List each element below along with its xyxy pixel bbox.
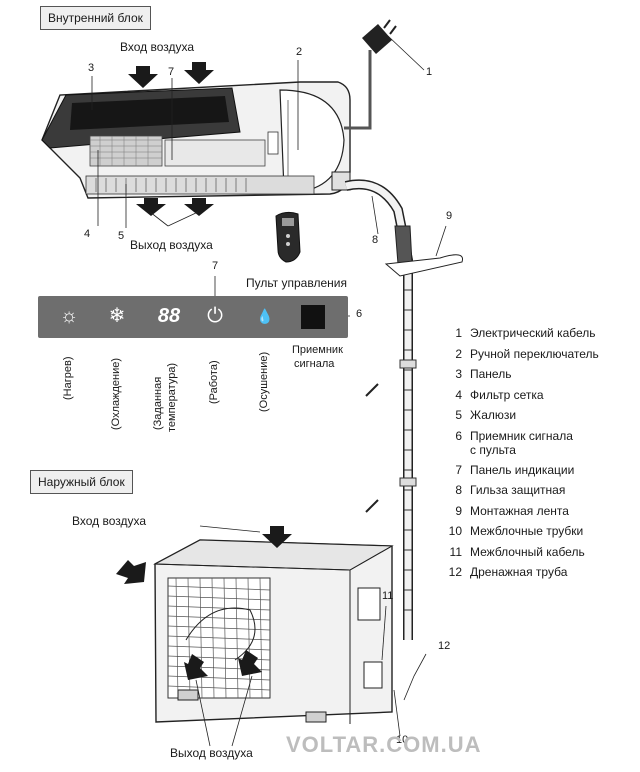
callout-6: 6 <box>356 308 363 320</box>
outdoor-air-in-arrows <box>116 526 292 584</box>
panel-label-settemp-1: (Заданная <box>152 376 164 430</box>
filter-mesh <box>89 135 163 167</box>
callout-9: 9 <box>446 210 453 222</box>
heat-icon: ☼ <box>59 305 79 327</box>
pipe-assembly <box>344 179 464 640</box>
callout-4: 4 <box>84 228 91 240</box>
callout-12: 12 <box>438 640 451 652</box>
callout-lines <box>91 35 447 747</box>
set-temperature-display: 88 <box>157 305 181 327</box>
panel-label-work: (Работа) <box>208 360 220 404</box>
dry-icon: 💧 <box>256 308 274 324</box>
outdoor-air-out-label: Выход воздуха <box>170 746 253 760</box>
remote-control <box>275 211 301 263</box>
louvers <box>85 175 315 195</box>
remote-control-label: Пульт управления <box>246 276 347 290</box>
callout-7-top: 7 <box>168 66 175 78</box>
cool-icon: ❄ <box>108 305 126 327</box>
indoor-unit-header: Внутренний блок <box>40 6 151 30</box>
indoor-air-in-label: Вход воздуха <box>120 40 195 54</box>
outdoor-air-out-arrows <box>184 650 262 680</box>
panel-label-settemp-2: температура) <box>166 362 178 432</box>
receiver-label-1: Приемник <box>292 344 343 356</box>
callout-10: 10 <box>396 734 409 746</box>
receiver-label-2: сигнала <box>294 358 335 370</box>
indoor-air-out-label: Выход воздуха <box>130 238 213 252</box>
power-cable <box>344 19 397 130</box>
air-in-arrows <box>128 62 214 88</box>
watermark: VOLTAR.COM.UA <box>286 732 482 757</box>
callout-7-panel: 7 <box>212 260 219 272</box>
wall-screws <box>365 383 379 513</box>
callout-1: 1 <box>426 66 433 78</box>
callout-3: 3 <box>88 62 95 74</box>
indoor-unit <box>41 81 351 199</box>
outdoor-unit <box>153 539 394 724</box>
air-out-arrows <box>136 198 214 216</box>
callout-8: 8 <box>372 234 379 246</box>
signal-receiver <box>301 305 325 329</box>
callout-2: 2 <box>296 46 303 58</box>
panel-label-heat: (Нагрев) <box>62 356 74 400</box>
callout-5: 5 <box>118 230 125 242</box>
panel-label-dry: (Осушение) <box>258 351 270 412</box>
power-icon: ⏻ <box>207 305 223 327</box>
outdoor-unit-header: Наружный блок <box>30 470 133 494</box>
callout-11: 11 <box>382 590 394 602</box>
outdoor-air-in-label: Вход воздуха <box>72 514 147 528</box>
indicator-panel: ☼ ❄ 88 ⏻ 💧 <box>38 296 348 338</box>
panel-label-cool: (Охлаждение) <box>110 357 122 430</box>
